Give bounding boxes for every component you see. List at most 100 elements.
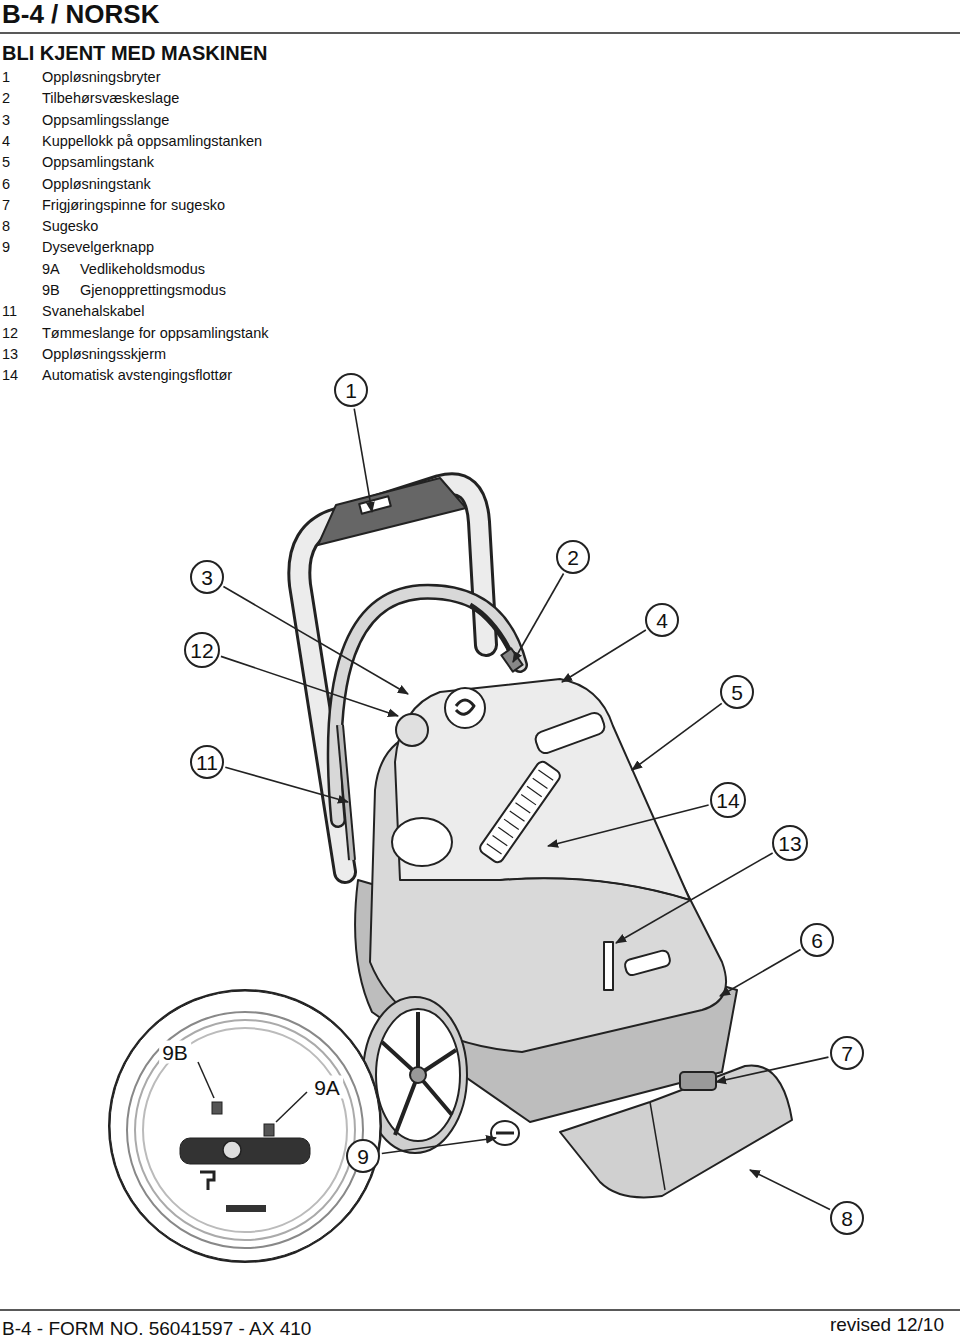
tap-icon bbox=[200, 1172, 214, 1190]
solution-switch bbox=[359, 496, 391, 513]
page-header: B-4 / NORSK bbox=[2, 0, 159, 30]
dome-lid bbox=[445, 688, 485, 728]
wheel-rim bbox=[376, 1009, 460, 1141]
part-name: Tilbehørsvæskeslage bbox=[42, 90, 179, 107]
part-name: Oppløsningstank bbox=[42, 176, 151, 193]
callout-circle: 4 bbox=[645, 603, 679, 637]
list-number: 2 bbox=[2, 90, 10, 107]
list-number: 7 bbox=[2, 197, 10, 214]
mode-label: 9A bbox=[311, 1076, 343, 1099]
tank-seam bbox=[400, 878, 690, 900]
leader-line bbox=[221, 656, 398, 716]
inset-leader bbox=[276, 1092, 307, 1122]
page-rules bbox=[0, 33, 960, 1310]
callout-number: 1 bbox=[345, 380, 357, 401]
part-name: Kuppellokk på oppsamlingstanken bbox=[42, 133, 262, 150]
list-number: 11 bbox=[2, 303, 17, 320]
header-rule bbox=[0, 32, 960, 34]
leader-line bbox=[354, 409, 372, 512]
callout-number: 9 bbox=[357, 1146, 369, 1167]
callout-circle: 5 bbox=[720, 675, 754, 709]
mode-label: 9B bbox=[159, 1041, 191, 1064]
part-name: Gjenopprettingsmodus bbox=[80, 282, 226, 299]
list-number: 9B bbox=[42, 282, 60, 299]
leader-line bbox=[750, 1170, 830, 1210]
list-number: 9 bbox=[2, 239, 10, 256]
spray-icon bbox=[212, 1102, 222, 1114]
leader-line bbox=[225, 767, 348, 802]
leader-line bbox=[632, 703, 722, 770]
dial-knob bbox=[180, 1138, 310, 1164]
logo-oval bbox=[392, 818, 452, 866]
release-pedal bbox=[680, 1072, 716, 1090]
footer-rule bbox=[0, 1309, 960, 1311]
list-number: 4 bbox=[2, 133, 10, 150]
wheel-spokes bbox=[382, 1012, 456, 1135]
callout-number: 5 bbox=[731, 682, 743, 703]
callout-circle: 1 bbox=[334, 373, 368, 407]
leader-line bbox=[616, 853, 773, 943]
nozzle-dial bbox=[491, 1121, 519, 1145]
drain-hose-outline bbox=[340, 725, 352, 860]
leader-line bbox=[716, 1057, 828, 1082]
callout-number: 2 bbox=[567, 547, 579, 568]
lower-grip bbox=[624, 949, 672, 976]
list-number: 5 bbox=[2, 154, 10, 171]
part-name: Tømmeslange for oppsamlingstank bbox=[42, 325, 268, 342]
list-number: 1 bbox=[2, 69, 10, 86]
list-number: 12 bbox=[2, 325, 18, 342]
callout-number: 12 bbox=[190, 640, 213, 661]
list-number: 13 bbox=[2, 346, 18, 363]
accessory-hose bbox=[470, 605, 512, 655]
page-title: BLI KJENT MED MASKINEN bbox=[2, 42, 268, 65]
callout-circle: 6 bbox=[800, 923, 834, 957]
callout-circle: 14 bbox=[710, 782, 746, 818]
callout-circle: 3 bbox=[190, 560, 224, 594]
callout-circle: 13 bbox=[772, 825, 808, 861]
callout-number: 3 bbox=[201, 567, 213, 588]
callout-circle: 2 bbox=[556, 540, 590, 574]
wheel-hub bbox=[410, 1067, 426, 1083]
float-pin bbox=[604, 942, 613, 990]
list-number: 6 bbox=[2, 176, 10, 193]
handle-grip bbox=[318, 478, 466, 545]
suction-shoe bbox=[560, 1065, 792, 1197]
callout-circle: 12 bbox=[184, 632, 220, 668]
lid-swirl bbox=[456, 700, 474, 714]
part-number-plate bbox=[226, 1205, 266, 1212]
part-name: Oppløsningsskjerm bbox=[42, 346, 166, 363]
callout-circle: 7 bbox=[830, 1036, 864, 1070]
callout-number: 6 bbox=[811, 930, 823, 951]
callout-circle: 8 bbox=[830, 1201, 864, 1235]
shoe-seam bbox=[650, 1102, 665, 1190]
leader-line bbox=[562, 630, 646, 682]
leader-line bbox=[382, 1138, 496, 1153]
part-name: Oppsamlingstank bbox=[42, 154, 154, 171]
list-number: 8 bbox=[2, 218, 10, 235]
list-number: 9A bbox=[42, 261, 60, 278]
list-number: 3 bbox=[2, 112, 10, 129]
dial-inset-circle: 9B 9A bbox=[108, 989, 382, 1263]
drain-hose bbox=[340, 725, 352, 860]
inset-leader bbox=[198, 1062, 214, 1098]
list-number: 14 bbox=[2, 367, 18, 384]
part-name: Oppløsningsbryter bbox=[42, 69, 160, 86]
solution-screen bbox=[478, 759, 562, 864]
leader-line bbox=[720, 950, 801, 997]
form-number: B-4 - FORM NO. 56041597 - AX 410 bbox=[2, 1318, 311, 1340]
revision-note: revised 12/10 bbox=[830, 1314, 944, 1336]
callout-number: 11 bbox=[196, 752, 218, 773]
dial-bar bbox=[496, 1132, 514, 1135]
part-name: Frigjøringspinne for sugesko bbox=[42, 197, 225, 214]
leader-line bbox=[548, 805, 709, 846]
callout-number: 14 bbox=[716, 790, 739, 811]
dial-inset bbox=[110, 991, 380, 1261]
leader-line bbox=[223, 587, 408, 694]
callout-number: 13 bbox=[778, 833, 801, 854]
drain-cap bbox=[396, 714, 428, 746]
part-name: Sugesko bbox=[42, 218, 98, 235]
part-name: Vedlikeholdsmodus bbox=[80, 261, 205, 278]
callout-number: 4 bbox=[656, 610, 668, 631]
